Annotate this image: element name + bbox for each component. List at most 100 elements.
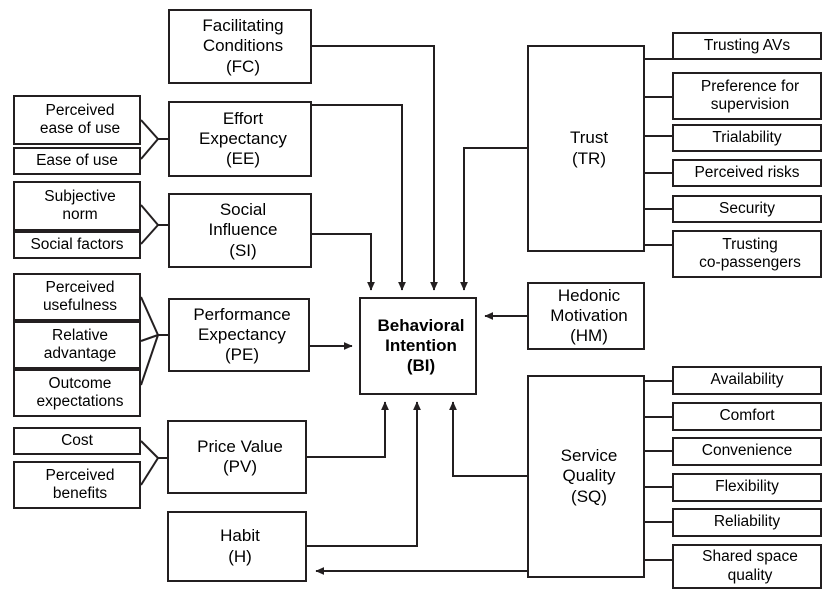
si-line-1: Social — [219, 200, 267, 220]
item-flexibility-text: Flexibility — [715, 478, 779, 496]
ra-line-2: advantage — [43, 345, 117, 362]
bi-line-1: Behavioral — [377, 315, 465, 335]
pb-line-2: benefits — [52, 485, 108, 502]
link-pv-to-bi — [307, 401, 389, 458]
item-trusting-avs-text: Trusting AVs — [703, 36, 791, 54]
link-relative-advantage-to-pe — [140, 334, 159, 342]
tcp-line-1: Trusting — [722, 235, 778, 253]
link-perceived-ease-of-use-to-ee — [140, 119, 159, 140]
item-trusting-co-passengers[interactable]: Trusting co-passengers — [672, 230, 822, 278]
item-perceived-ease-of-use[interactable]: Perceived ease of use — [13, 95, 141, 145]
bi-line-2: Intention — [385, 335, 457, 355]
item-outcome-expectations[interactable]: Outcome expectations — [13, 369, 141, 417]
item-security[interactable]: Security — [672, 195, 822, 223]
item-social-factors[interactable]: Social factors — [13, 231, 141, 259]
item-relative-advantage[interactable]: Relative advantage — [13, 321, 141, 369]
link-ease-of-use-to-ee — [140, 138, 159, 160]
node-si-text: Social Influence (SI) — [170, 200, 310, 260]
item-social-factors-text: Social factors — [30, 235, 124, 253]
link-tr-to-bi — [460, 147, 527, 291]
node-performance-expectancy[interactable]: Performance Expectancy (PE) — [168, 298, 310, 372]
link-ee-to-bi — [312, 104, 406, 291]
item-security-text: Security — [719, 199, 775, 217]
link-si-to-bi — [312, 233, 375, 291]
item-convenience[interactable]: Convenience — [672, 437, 822, 466]
node-ee-text: Effort Expectancy (EE) — [170, 109, 310, 169]
node-social-influence[interactable]: Social Influence (SI) — [168, 193, 312, 268]
item-preference-for-supervision-text: Preference for supervision — [674, 78, 820, 115]
item-cost-text: Cost — [61, 431, 93, 449]
pu-line-1: Perceived — [45, 278, 115, 296]
item-perceived-usefulness[interactable]: Perceived usefulness — [13, 273, 141, 321]
fc-line-2: Conditions — [202, 36, 284, 56]
node-effort-expectancy[interactable]: Effort Expectancy (EE) — [168, 101, 312, 177]
node-sq-text: Service Quality (SQ) — [529, 446, 643, 506]
item-ease-of-use[interactable]: Ease of use — [13, 147, 141, 175]
item-perceived-benefits-text: Perceived benefits — [15, 467, 139, 504]
item-cost[interactable]: Cost — [13, 427, 141, 455]
node-service-quality[interactable]: Service Quality (SQ) — [527, 375, 645, 578]
link-fc-to-bi — [312, 45, 438, 291]
node-behavioral-intention[interactable]: Behavioral Intention (BI) — [359, 297, 477, 395]
node-pe-text: Performance Expectancy (PE) — [170, 305, 308, 365]
hm-line-1: Hedonic — [557, 285, 621, 305]
node-hm-text: Hedonic Motivation (HM) — [529, 286, 643, 346]
node-fc-text: Facilitating Conditions (FC) — [170, 16, 310, 76]
pe-line-3: (PE) — [225, 345, 259, 365]
sn-line-1: Subjective — [44, 187, 116, 205]
item-availability-text: Availability — [710, 371, 784, 389]
item-trialability-text: Trialability — [712, 128, 782, 146]
node-habit[interactable]: Habit (H) — [167, 511, 307, 582]
item-trialability[interactable]: Trialability — [672, 124, 822, 152]
node-behavioral-intention-text: Behavioral Intention (BI) — [361, 316, 475, 376]
si-line-3: (SI) — [229, 240, 257, 260]
bi-line-3: (BI) — [406, 356, 436, 376]
item-shared-space-quality[interactable]: Shared space quality — [672, 544, 822, 589]
ee-line-1: Effort — [222, 108, 264, 128]
trust-line-1: Trust — [569, 128, 609, 148]
ssq-line-1: Shared space — [702, 548, 798, 566]
item-trusting-co-passengers-text: Trusting co-passengers — [674, 236, 820, 273]
hm-line-2: Motivation — [550, 305, 628, 325]
item-preference-for-supervision[interactable]: Preference for supervision — [672, 72, 822, 120]
node-trust[interactable]: Trust (TR) — [527, 45, 645, 252]
fc-line-3: (FC) — [226, 56, 260, 76]
node-facilitating-conditions[interactable]: Facilitating Conditions (FC) — [168, 9, 312, 84]
item-trusting-avs[interactable]: Trusting AVs — [672, 32, 822, 60]
si-line-2: Influence — [208, 220, 278, 240]
oe-line-2: expectations — [36, 393, 124, 410]
item-subjective-norm[interactable]: Subjective norm — [13, 181, 141, 231]
item-perceived-risks[interactable]: Perceived risks — [672, 159, 822, 187]
item-convenience-text: Convenience — [701, 442, 793, 460]
link-social-factors-to-si — [140, 224, 159, 245]
item-comfort[interactable]: Comfort — [672, 402, 822, 431]
link-subjective-norm-to-si — [140, 204, 159, 226]
pu-line-2: usefulness — [42, 297, 118, 314]
link-perceived-usefulness-to-pe — [140, 296, 159, 336]
item-reliability[interactable]: Reliability — [672, 508, 822, 537]
item-relative-advantage-text: Relative advantage — [15, 327, 139, 364]
item-availability[interactable]: Availability — [672, 366, 822, 395]
item-comfort-text: Comfort — [719, 407, 775, 425]
link-outcome-expectations-to-pe — [140, 334, 159, 386]
pe-line-1: Performance — [193, 304, 291, 324]
node-price-value[interactable]: Price Value (PV) — [167, 420, 307, 494]
fc-line-1: Facilitating — [202, 16, 284, 36]
item-flexibility[interactable]: Flexibility — [672, 473, 822, 502]
trust-line-2: (TR) — [572, 148, 606, 168]
item-outcome-expectations-text: Outcome expectations — [15, 375, 139, 412]
peou-line-2: ease of use — [39, 120, 121, 137]
sq-line-3: (SQ) — [571, 486, 607, 506]
pv-line-1: Price Value — [197, 436, 283, 456]
node-habit-text: Habit (H) — [169, 526, 305, 566]
node-hedonic-motivation[interactable]: Hedonic Motivation (HM) — [527, 282, 645, 350]
item-perceived-benefits[interactable]: Perceived benefits — [13, 461, 141, 509]
oe-line-1: Outcome — [48, 374, 112, 392]
ee-line-2: Expectancy — [199, 128, 287, 148]
sq-line-1: Service — [560, 446, 618, 466]
link-perceived-benefits-to-pv — [140, 457, 159, 486]
node-trust-text: Trust (TR) — [529, 128, 643, 168]
pv-line-2: (PV) — [223, 457, 257, 476]
sn-line-2: norm — [62, 206, 98, 223]
ra-line-1: Relative — [52, 326, 108, 344]
